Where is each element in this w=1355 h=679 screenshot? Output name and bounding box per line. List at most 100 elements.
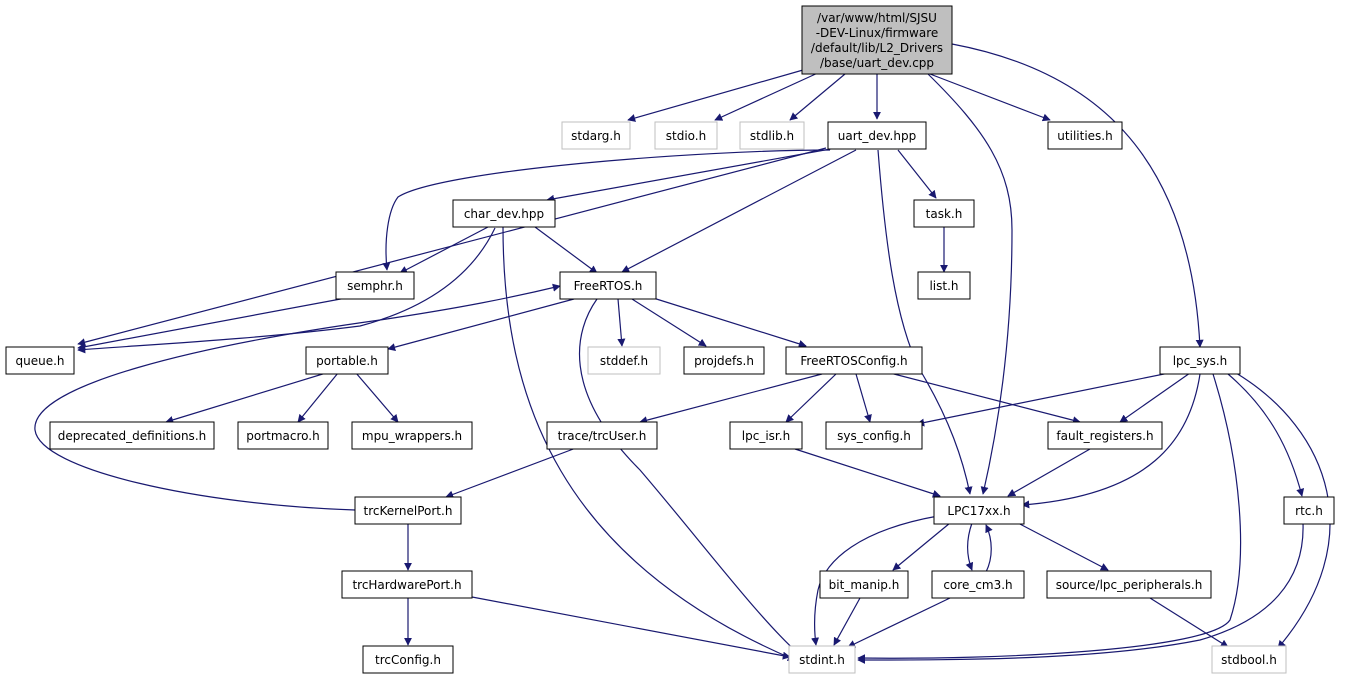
node-uart_dev_hpp[interactable]: uart_dev.hpp xyxy=(827,121,927,150)
node-label: FreeRTOS.h xyxy=(574,279,643,293)
node-label: source/lpc_peripherals.h xyxy=(1056,578,1203,592)
edge-trcuser-trckernelport xyxy=(445,447,577,499)
node-task[interactable]: task.h xyxy=(913,199,975,228)
edge-trckernelport-freertos xyxy=(34,283,561,511)
edge-fault-lpc17xx xyxy=(1007,448,1091,497)
edge-lpc_sys-sys_config xyxy=(916,371,1175,427)
node-label: stdlib.h xyxy=(750,129,794,143)
node-freertosconfig[interactable]: FreeRTOSConfig.h xyxy=(785,346,923,375)
node-label: lpc_isr.h xyxy=(742,429,790,443)
node-label: trcKernelPort.h xyxy=(364,504,453,518)
node-stdlib: stdlib.h xyxy=(739,121,805,150)
node-stdarg: stdarg.h xyxy=(561,121,631,150)
node-stddef: stddef.h xyxy=(587,346,661,375)
node-stdbool: stdbool.h xyxy=(1211,645,1287,674)
edge-lpc_sys-rtc xyxy=(1227,373,1305,497)
edge-lpc_isr-lpc17xx xyxy=(794,448,941,498)
edge-lpc_sys-fault xyxy=(1119,372,1191,423)
edge-lpc17xx-core_cm3 xyxy=(965,522,974,571)
edge-core_cm3-stdint xyxy=(847,597,951,648)
edge-lpc17xx-lpc_peripherals xyxy=(1015,521,1109,571)
node-trckernelport[interactable]: trcKernelPort.h xyxy=(354,496,462,525)
node-label: utilities.h xyxy=(1057,129,1112,143)
node-trchardwareport[interactable]: trcHardwarePort.h xyxy=(341,570,473,599)
root-line-3: /default/lib/L2_Drivers xyxy=(811,41,943,55)
node-freertos[interactable]: FreeRTOS.h xyxy=(559,271,657,300)
edge-char_dev-queue xyxy=(77,227,496,354)
node-stdint: stdint.h xyxy=(788,645,856,674)
edge-root-lpc17xx xyxy=(927,73,1013,495)
edge-config-sys_config xyxy=(855,373,872,423)
root-line-1: /var/www/html/SJSU xyxy=(817,11,937,25)
node-label: trcConfig.h xyxy=(375,653,441,667)
node-label: sys_config.h xyxy=(837,429,911,443)
node-label: lpc_sys.h xyxy=(1173,354,1228,368)
node-label: queue.h xyxy=(15,354,64,368)
node-lpc_isr[interactable]: lpc_isr.h xyxy=(729,421,803,450)
node-label: char_dev.hpp xyxy=(464,207,544,221)
node-projdefs[interactable]: projdefs.h xyxy=(683,346,765,375)
node-stdio: stdio.h xyxy=(654,121,718,150)
edge-uart-freertos xyxy=(621,149,857,273)
node-rtc[interactable]: rtc.h xyxy=(1283,496,1335,525)
edge-char_dev-semphr xyxy=(399,226,489,274)
node-root-file[interactable]: /var/www/html/SJSU -DEV-Linux/firmware /… xyxy=(801,5,953,75)
node-label: task.h xyxy=(926,207,963,221)
node-label: stddef.h xyxy=(600,354,648,368)
root-line-4: /base/uart_dev.cpp xyxy=(820,56,934,70)
edge-freertos-stddef xyxy=(617,298,626,347)
node-fault_registers[interactable]: fault_registers.h xyxy=(1047,421,1163,450)
node-label: rtc.h xyxy=(1295,504,1323,518)
node-lpc_sys[interactable]: lpc_sys.h xyxy=(1159,346,1241,375)
edge-freertos-stdint xyxy=(578,298,801,656)
node-sys_config[interactable]: sys_config.h xyxy=(825,421,923,450)
node-bit_manip[interactable]: bit_manip.h xyxy=(819,570,909,599)
node-label: uart_dev.hpp xyxy=(838,129,916,143)
node-label: stdbool.h xyxy=(1221,653,1277,667)
edge-core_cm3-lpc17xx xyxy=(985,524,993,573)
node-lpc_peripherals[interactable]: source/lpc_peripherals.h xyxy=(1046,570,1212,599)
node-portmacro[interactable]: portmacro.h xyxy=(237,421,329,450)
node-mpu_wrappers[interactable]: mpu_wrappers.h xyxy=(351,421,473,450)
root-line-2: -DEV-Linux/firmware xyxy=(816,26,939,40)
node-label: semphr.h xyxy=(347,279,403,293)
node-core_cm3[interactable]: core_cm3.h xyxy=(931,570,1025,599)
edge-bit_manip-stdint xyxy=(833,597,861,646)
edge-uart-task xyxy=(897,149,937,199)
node-char_dev[interactable]: char_dev.hpp xyxy=(452,199,556,228)
node-label: mpu_wrappers.h xyxy=(362,429,462,443)
edge-lpc_sys-lpc17xx xyxy=(1021,373,1201,509)
node-deprecated[interactable]: deprecated_definitions.h xyxy=(49,421,215,450)
edge-freertos-projdefs xyxy=(631,298,707,347)
edge-freertos-portable xyxy=(387,298,575,351)
node-label: stdarg.h xyxy=(571,129,621,143)
node-label: trace/trcUser.h xyxy=(558,429,647,443)
edge-char_dev-stdint xyxy=(502,226,796,661)
node-trcuser[interactable]: trace/trcUser.h xyxy=(546,421,658,450)
node-label: projdefs.h xyxy=(694,354,754,368)
edge-trchardwareport-stdint xyxy=(471,596,791,660)
edge-lpc_sys-stdint xyxy=(857,373,1242,663)
edge-root-lpc_sys xyxy=(951,43,1204,348)
edge-config-trcuser xyxy=(639,373,823,425)
node-queue[interactable]: queue.h xyxy=(5,346,75,375)
node-portable[interactable]: portable.h xyxy=(305,346,389,375)
edge-root-stdlib xyxy=(789,73,846,121)
edge-root-utilities xyxy=(929,73,1051,122)
node-label: LPC17xx.h xyxy=(947,504,1010,518)
node-label: FreeRTOSConfig.h xyxy=(800,354,907,368)
node-utilities[interactable]: utilities.h xyxy=(1047,121,1123,150)
node-label: core_cm3.h xyxy=(943,578,1012,592)
node-trcconfig[interactable]: trcConfig.h xyxy=(362,645,454,674)
edge-freertos-freertosconfig xyxy=(649,296,807,348)
node-label: stdint.h xyxy=(799,653,845,667)
edge-portable-deprecated xyxy=(165,372,327,424)
node-semphr[interactable]: semphr.h xyxy=(335,271,415,300)
edge-config-lpc_isr xyxy=(785,373,837,423)
node-list[interactable]: list.h xyxy=(917,271,971,300)
node-label: fault_registers.h xyxy=(1056,429,1153,443)
node-lpc17xx[interactable]: LPC17xx.h xyxy=(933,496,1025,525)
edge-root-stdio xyxy=(714,71,821,121)
edge-uart-char_dev xyxy=(546,147,837,203)
edge-semphr-queue xyxy=(77,297,347,351)
